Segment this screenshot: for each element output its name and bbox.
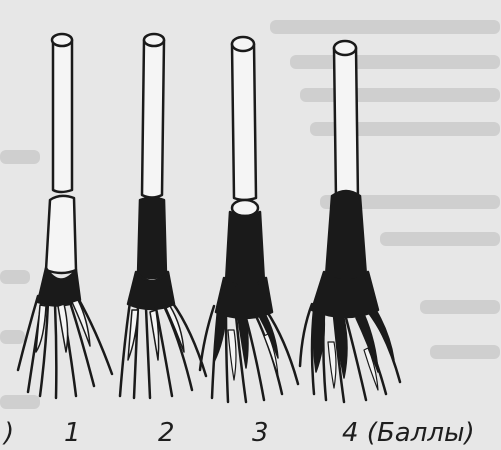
stem-upper-3 [232,44,256,200]
stem-upper-4 [334,48,358,202]
stem-upper-1 [53,40,72,192]
stem-lower-4 [326,191,366,280]
specimen-1 [18,34,112,398]
stem-tip-2 [144,34,164,46]
score-label-4: 4 (Баллы) [342,418,475,448]
score-label-1: 1 [64,418,81,448]
stem-lower-1 [46,196,76,273]
stem-lower-3 [226,212,264,285]
score-label-2: 2 [158,418,175,448]
stem-lower-2 [138,198,166,278]
stem-tip-1 [52,34,72,46]
score-label-3: 3 [252,418,269,448]
stem-tip-4 [334,41,356,55]
specimen-2 [120,34,206,398]
caption-paren: ) [4,418,14,448]
stem-upper-2 [142,40,164,198]
specimen-3 [200,37,298,402]
stem-tip-3 [232,37,254,51]
